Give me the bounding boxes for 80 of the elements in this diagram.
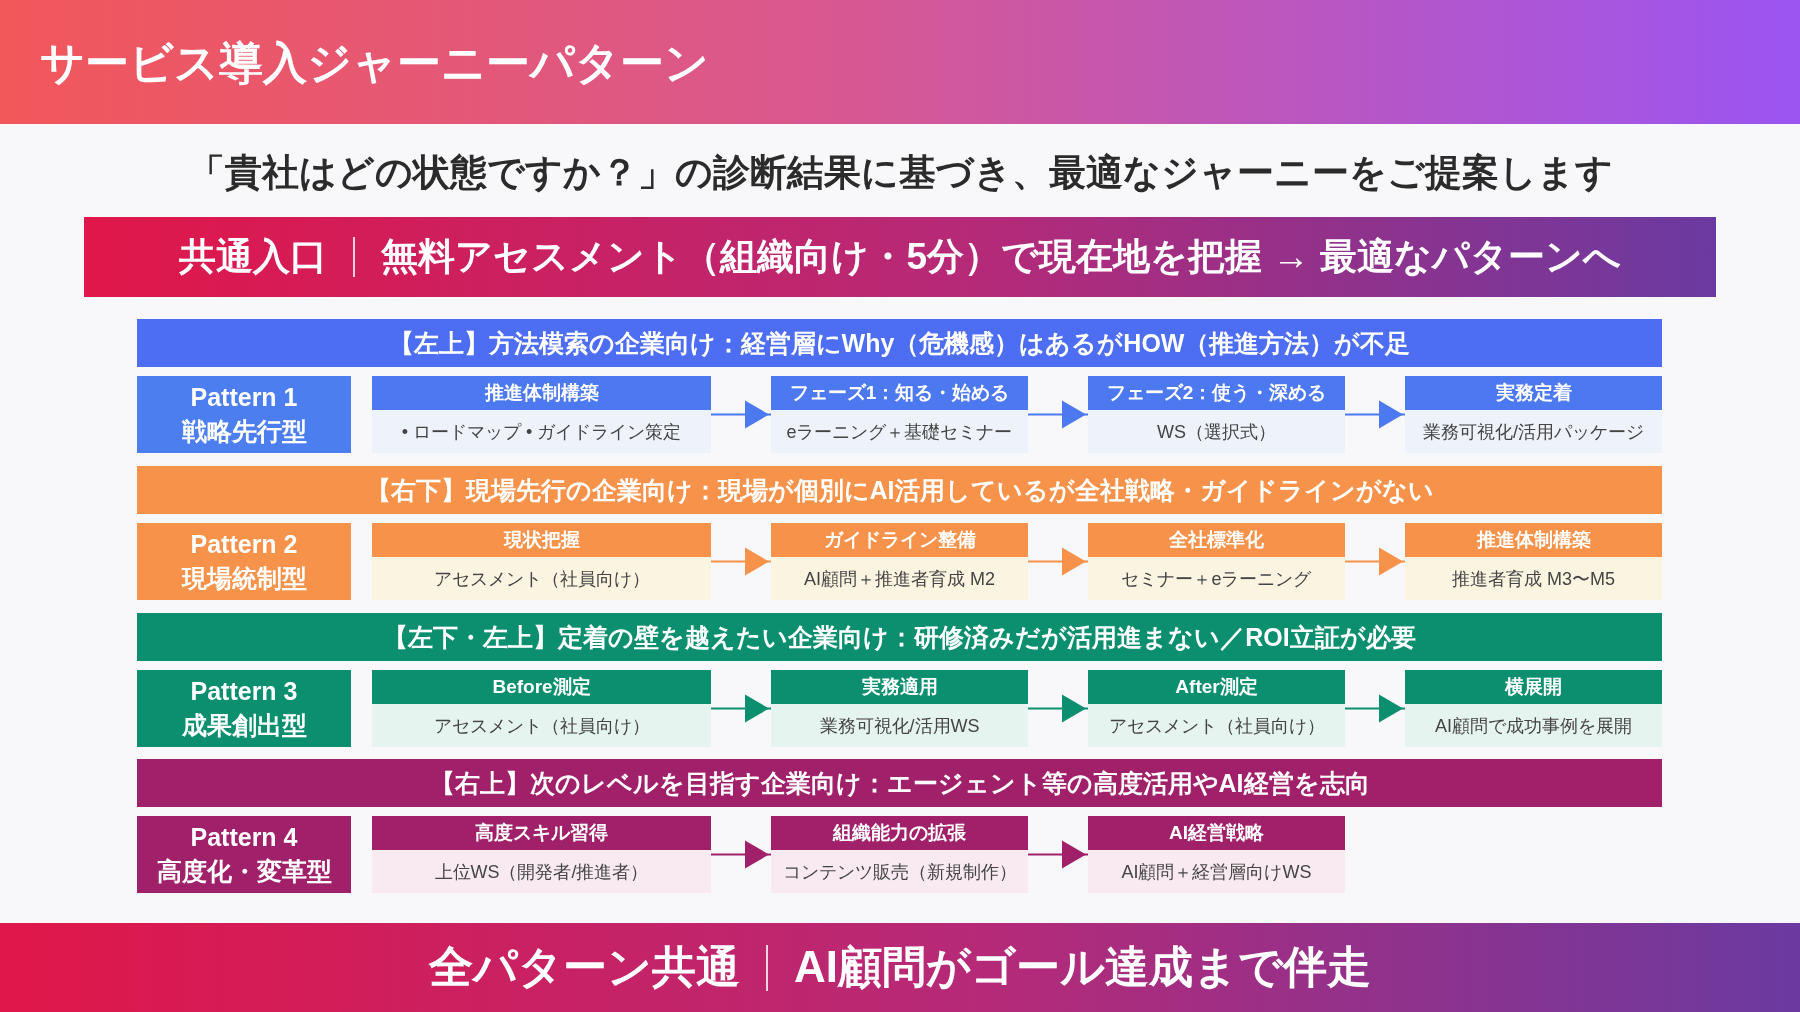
- page-title: サービス導入ジャーニーパターン: [40, 37, 709, 89]
- banner-label: 共通入口: [179, 235, 328, 279]
- step-title: 高度スキル習得: [372, 816, 711, 850]
- banner-label: 全パターン共通: [429, 941, 740, 993]
- step-title: 推進体制構築: [372, 376, 711, 410]
- arrow: [1344, 400, 1406, 429]
- banner-text: 無料アセスメント（組織向け・5分）で現在地を把握 → 最適なパターンへ: [381, 235, 1621, 279]
- pattern-number: Pattern 2: [190, 528, 298, 560]
- segment-header: 【左上】方法模索の企業向け：経営層にWhy（危機感）はあるがHOW（推進方法）が不足: [137, 319, 1662, 367]
- step-title: 実務適用: [771, 670, 1028, 704]
- step-title: Before測定: [372, 670, 711, 704]
- step-card: [1405, 670, 1662, 747]
- step-title: ガイドライン整備: [771, 523, 1028, 557]
- step-title: 横展開: [1405, 670, 1662, 704]
- step-title: 推進体制構築: [1405, 523, 1662, 557]
- step-description: 推進者育成 M3〜M5: [1452, 567, 1615, 591]
- arrow: [1344, 547, 1406, 576]
- step-description: アセスメント（社員向け）: [1108, 714, 1325, 738]
- segment-header: 【右上】次のレベルを目指す企業向け：エージェント等の高度活用やAI経営を志向: [137, 759, 1662, 807]
- step-description: AI顧問＋推進者育成 M2: [804, 567, 995, 591]
- step-title: 全社標準化: [1088, 523, 1345, 557]
- arrow: [710, 840, 772, 869]
- pattern-name: 現場統制型: [181, 562, 307, 594]
- step-card: [1405, 376, 1662, 453]
- step-description: アセスメント（社員向け）: [433, 714, 650, 738]
- pattern-number: Pattern 3: [190, 675, 298, 707]
- arrow: [710, 694, 772, 723]
- arrow: [1027, 840, 1089, 869]
- step-card: [372, 376, 711, 453]
- arrow: [1027, 694, 1089, 723]
- step-card: [771, 670, 1028, 747]
- arrow: [1027, 400, 1089, 429]
- step-description: アセスメント（社員向け）: [433, 567, 650, 591]
- arrow: [1344, 694, 1406, 723]
- pattern-name: 高度化・変革型: [156, 855, 332, 887]
- pattern-number: Pattern 4: [190, 821, 298, 853]
- segment-header: 【右下】現場先行の企業向け：現場が個別にAI活用しているが全社戦略・ガイドラインがない: [137, 466, 1662, 514]
- pattern-number: Pattern 1: [190, 381, 298, 413]
- arrow: [710, 547, 772, 576]
- arrow: [1027, 547, 1089, 576]
- step-card: [1405, 523, 1662, 600]
- step-description: 上位WS（開発者/推進者）: [434, 860, 649, 884]
- subtitle: 「貴社はどの状態ですか？」の診断結果に基づき、最適なジャーニーをご提案します: [186, 151, 1614, 195]
- pattern-box: [137, 523, 351, 600]
- step-description: コンテンツ販売（新規制作）: [782, 860, 1017, 884]
- step-description: • ロードマップ • ガイドライン策定: [401, 420, 682, 444]
- step-card: [372, 523, 711, 600]
- step-title: 組織能力の拡張: [771, 816, 1028, 850]
- step-title: AI経営戦略: [1088, 816, 1345, 850]
- step-title: フェーズ2：使う・深める: [1088, 376, 1345, 410]
- step-card: [1088, 523, 1345, 600]
- step-description: AI顧問＋経営層向けWS: [1121, 860, 1312, 884]
- step-card: [1088, 816, 1345, 893]
- pattern-box: [137, 816, 351, 893]
- step-description: eラーニング＋基礎セミナー: [786, 420, 1013, 444]
- step-title: 現状把握: [372, 523, 711, 557]
- entry-banner: [84, 217, 1716, 297]
- step-description: 業務可視化/活用WS: [819, 714, 980, 738]
- step-description: セミナー＋eラーニング: [1121, 567, 1312, 591]
- step-card: [771, 816, 1028, 893]
- arrow: [710, 400, 772, 429]
- step-description: WS（選択式）: [1157, 420, 1276, 444]
- step-card: [1088, 670, 1345, 747]
- step-card: [771, 376, 1028, 453]
- footer-banner: [0, 923, 1800, 1012]
- step-description: AI顧問で成功事例を展開: [1435, 714, 1632, 738]
- banner-text: AI顧問がゴール達成まで伴走: [794, 941, 1371, 993]
- step-title: フェーズ1：知る・始める: [771, 376, 1028, 410]
- step-card: [1088, 376, 1345, 453]
- step-title: 実務定着: [1405, 376, 1662, 410]
- step-description: 業務可視化/活用パッケージ: [1423, 420, 1644, 444]
- pattern-name: 戦略先行型: [181, 415, 307, 447]
- pattern-name: 成果創出型: [181, 709, 307, 741]
- step-title: After測定: [1088, 670, 1345, 704]
- step-card: [771, 523, 1028, 600]
- step-card: [372, 670, 711, 747]
- step-card: [372, 816, 711, 893]
- pattern-box: [137, 670, 351, 747]
- segment-header: 【左下・左上】定着の壁を越えたい企業向け：研修済みだが活用進まない／ROI立証が必要: [137, 613, 1662, 661]
- pattern-box: [137, 376, 351, 453]
